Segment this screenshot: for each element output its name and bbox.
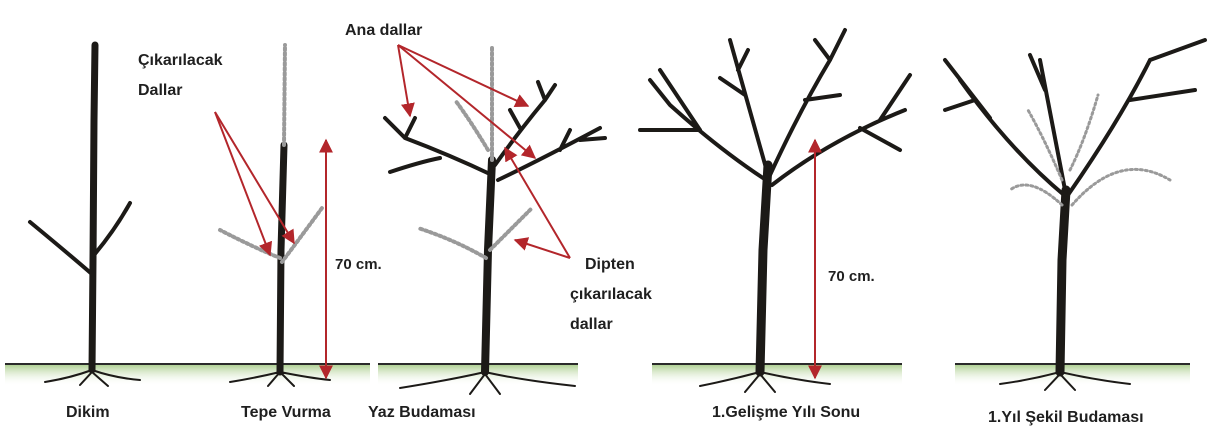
annotation-dipten-line3: dallar xyxy=(570,316,613,334)
tree-gelisme-yili-sonu xyxy=(640,30,910,392)
tree-yaz-budamasi xyxy=(385,45,605,394)
height-label-tepe: 70 cm. xyxy=(335,256,382,273)
label-yaz-budamasi: Yaz Budaması xyxy=(368,404,476,422)
tree-sekil-budamasi xyxy=(945,40,1205,390)
height-label-gelisme: 70 cm. xyxy=(828,268,875,285)
label-gelisme-yili-sonu: 1.Gelişme Yılı Sonu xyxy=(712,404,860,422)
annotation-arrows xyxy=(215,45,815,378)
arrow-dipten-1 xyxy=(505,148,570,258)
arrow-ana-dallar-1 xyxy=(398,45,410,116)
annotation-cikarilacak-line1: Çıkarılacak xyxy=(138,52,223,70)
arrow-ana-dallar-2 xyxy=(398,45,528,106)
arrow-ana-dallar-3 xyxy=(398,45,535,158)
tree-dikim xyxy=(30,45,140,386)
label-tepe-vurma: Tepe Vurma xyxy=(241,404,331,422)
tree-tepe-vurma xyxy=(220,45,330,386)
label-sekil-budamasi: 1.Yıl Şekil Budaması xyxy=(988,409,1144,427)
annotation-dipten-line2: çıkarılacak xyxy=(570,286,652,304)
annotation-ana-dallar: Ana dallar xyxy=(345,22,422,40)
annotation-cikarilacak-line2: Dallar xyxy=(138,82,182,100)
annotation-dipten-line1: Dipten xyxy=(585,256,635,274)
label-dikim: Dikim xyxy=(66,404,110,422)
